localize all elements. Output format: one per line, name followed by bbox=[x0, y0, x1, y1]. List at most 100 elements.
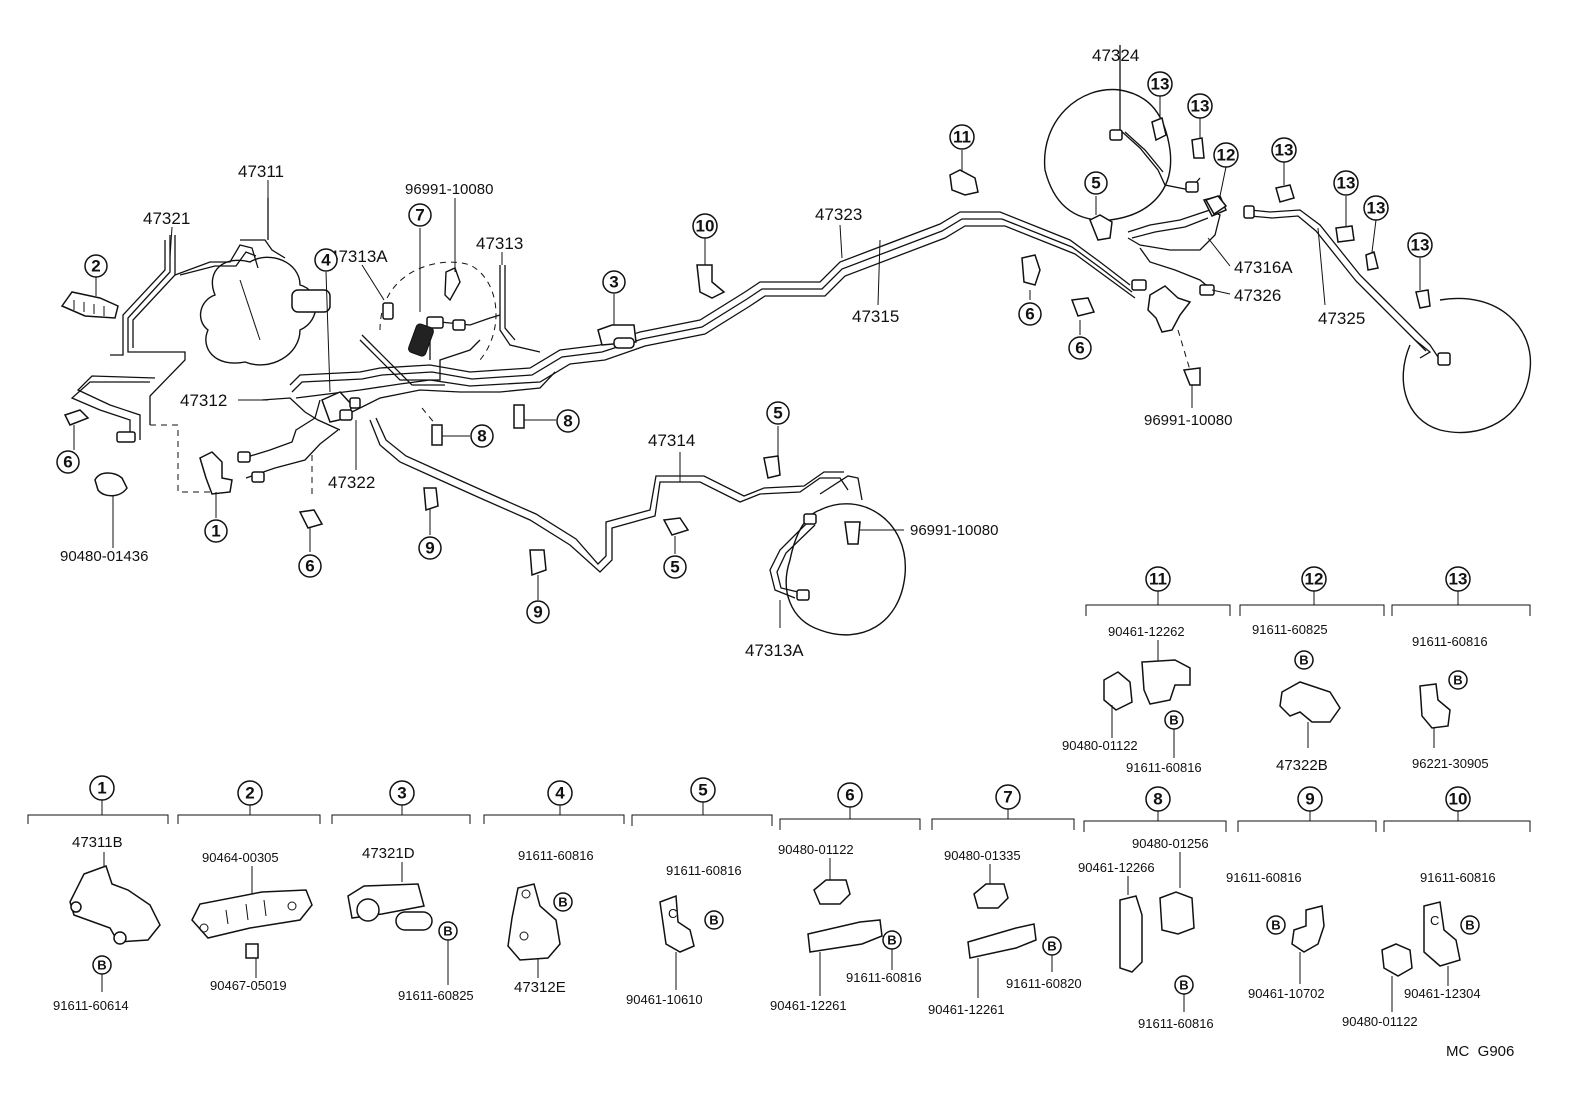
detail-group-8: 8 90480-01256 90461-12266 B 91611-60816 bbox=[1078, 786, 1227, 1031]
svg-text:6: 6 bbox=[1075, 339, 1084, 358]
callout-13-e: 13 bbox=[1363, 195, 1389, 221]
callout-2: 2 bbox=[84, 254, 108, 278]
callout-13-c: 13 bbox=[1271, 137, 1297, 163]
svg-text:7: 7 bbox=[1003, 788, 1012, 807]
svg-text:11: 11 bbox=[1149, 570, 1167, 589]
label-47311B: 47311B bbox=[72, 834, 123, 851]
clip-3-drawing bbox=[597, 324, 637, 349]
detail-group-1: 1 47311B B 91611-60614 bbox=[27, 775, 169, 1013]
detail-group-5: 5 91611-60816 C B 90461-10610 bbox=[626, 777, 773, 1007]
svg-text:13: 13 bbox=[1151, 75, 1170, 94]
label-96221-30905: 96221-30905 bbox=[1412, 756, 1489, 771]
label-91611-60825-g3: 91611-60825 bbox=[398, 988, 474, 1003]
label-47322B: 47322B bbox=[1276, 757, 1328, 774]
label-90461-12304: 90461-12304 bbox=[1404, 986, 1481, 1001]
brake-booster-drawing bbox=[199, 256, 331, 366]
label-90480-01122-g6: 90480-01122 bbox=[778, 842, 854, 857]
label-91611-60816-g8: 91611-60816 bbox=[1138, 1016, 1214, 1031]
svg-text:10: 10 bbox=[696, 217, 715, 236]
callout-10: 10 bbox=[692, 213, 718, 239]
label-47322: 47322 bbox=[328, 473, 375, 492]
label-47316A: 47316A bbox=[1234, 258, 1293, 277]
label-90467-05019: 90467-05019 bbox=[210, 978, 287, 993]
svg-text:B: B bbox=[709, 913, 718, 928]
label-47311: 47311 bbox=[238, 162, 284, 181]
label-47323: 47323 bbox=[815, 205, 862, 224]
svg-text:9: 9 bbox=[425, 539, 434, 558]
callout-13-b: 13 bbox=[1187, 93, 1213, 119]
callout-9-a: 9 bbox=[418, 536, 442, 560]
clip-6-mid-drawing bbox=[1021, 254, 1041, 286]
label-47321D: 47321D bbox=[362, 845, 415, 862]
label-91611-60816-g10: 91611-60816 bbox=[1420, 870, 1496, 885]
svg-text:1: 1 bbox=[211, 522, 220, 541]
detail-group-10: 10 91611-60816 B C 90461-12304 90480-011… bbox=[1342, 786, 1531, 1029]
detail-group-2: 2 90464-00305 90467-05019 bbox=[177, 780, 321, 993]
clip-8-drawing bbox=[431, 404, 525, 446]
svg-text:1: 1 bbox=[97, 779, 106, 798]
svg-text:13: 13 bbox=[1367, 199, 1386, 218]
label-47313: 47313 bbox=[476, 234, 523, 253]
detail-group-7: 7 90480-01335 B 91611-60820 90461-12261 bbox=[928, 784, 1082, 1017]
svg-text:6: 6 bbox=[63, 453, 72, 472]
svg-text:9: 9 bbox=[1305, 790, 1314, 809]
label-47324: 47324 bbox=[1092, 46, 1139, 65]
label-90480-01122-g10: 90480-01122 bbox=[1342, 1014, 1418, 1029]
svg-text:B: B bbox=[97, 958, 106, 973]
callout-5-right: 5 bbox=[1084, 171, 1108, 195]
svg-text:13: 13 bbox=[1191, 97, 1210, 116]
callout-6-left: 6 bbox=[56, 450, 80, 474]
label-90480-01122-g11: 90480-01122 bbox=[1062, 738, 1138, 753]
callout-9-b: 9 bbox=[526, 600, 550, 624]
svg-text:7: 7 bbox=[415, 206, 424, 225]
label-90464-00305: 90464-00305 bbox=[202, 850, 279, 865]
callout-7: 7 bbox=[408, 203, 432, 227]
svg-text:6: 6 bbox=[1025, 305, 1034, 324]
clip-12-drawing bbox=[1204, 195, 1228, 216]
svg-text:13: 13 bbox=[1411, 236, 1430, 255]
callout-13-a: 13 bbox=[1147, 71, 1173, 97]
clip-5-mid-drawing bbox=[662, 455, 781, 536]
detail-group-13: 13 91611-60816 B 96221-30905 bbox=[1391, 566, 1531, 771]
label-90461-10610: 90461-10610 bbox=[626, 992, 703, 1007]
label-91611-60825-g12: 91611-60825 bbox=[1252, 622, 1328, 637]
callout-5-lower: 5 bbox=[663, 555, 687, 579]
callout-13-d: 13 bbox=[1333, 170, 1359, 196]
svg-text:B: B bbox=[887, 933, 896, 948]
svg-text:B: B bbox=[558, 895, 567, 910]
svg-text:8: 8 bbox=[563, 412, 572, 431]
label-47312E: 47312E bbox=[514, 979, 566, 996]
grommet-90480-01436-drawing bbox=[94, 472, 128, 497]
svg-text:C: C bbox=[668, 906, 677, 921]
label-90461-12262: 90461-12262 bbox=[1108, 624, 1185, 639]
label-96991-10080-top: 96991-10080 bbox=[405, 181, 493, 198]
svg-text:4: 4 bbox=[555, 784, 565, 803]
detail-group-11: 11 90461-12262 90480-01122 B 91611-60816 bbox=[1062, 566, 1231, 775]
callout-6-lower: 6 bbox=[298, 554, 322, 578]
svg-text:10: 10 bbox=[1449, 790, 1468, 809]
label-90461-12261-g6: 90461-12261 bbox=[770, 998, 847, 1013]
detail-group-9: 9 91611-60816 B 90461-10702 bbox=[1226, 786, 1377, 1001]
svg-text:B: B bbox=[1299, 653, 1308, 668]
label-91611-60816-g13: 91611-60816 bbox=[1412, 634, 1488, 649]
label-47312: 47312 bbox=[180, 391, 227, 410]
label-47321: 47321 bbox=[143, 209, 190, 228]
svg-text:12: 12 bbox=[1305, 570, 1324, 589]
main-callouts: 2 6 1 6 4 7 8 8 9 9 3 10 5 5 11 6 6 5 13… bbox=[56, 71, 1433, 624]
diagram-code: MC G906 bbox=[1446, 1043, 1514, 1060]
label-47315: 47315 bbox=[852, 307, 899, 326]
svg-text:C: C bbox=[1430, 913, 1439, 928]
svg-text:13: 13 bbox=[1337, 174, 1356, 193]
svg-text:6: 6 bbox=[305, 557, 314, 576]
clip-6-left-drawing bbox=[63, 409, 90, 426]
svg-text:3: 3 bbox=[609, 273, 618, 292]
svg-text:3: 3 bbox=[397, 784, 406, 803]
svg-text:2: 2 bbox=[91, 257, 100, 276]
svg-text:8: 8 bbox=[477, 427, 486, 446]
label-91611-60816-g4: 91611-60816 bbox=[518, 848, 594, 863]
clip-6-right-drawing bbox=[1070, 297, 1096, 317]
svg-text:12: 12 bbox=[1217, 146, 1236, 165]
clip-10-drawing bbox=[696, 264, 726, 299]
label-91611-60816-g5: 91611-60816 bbox=[666, 863, 742, 878]
